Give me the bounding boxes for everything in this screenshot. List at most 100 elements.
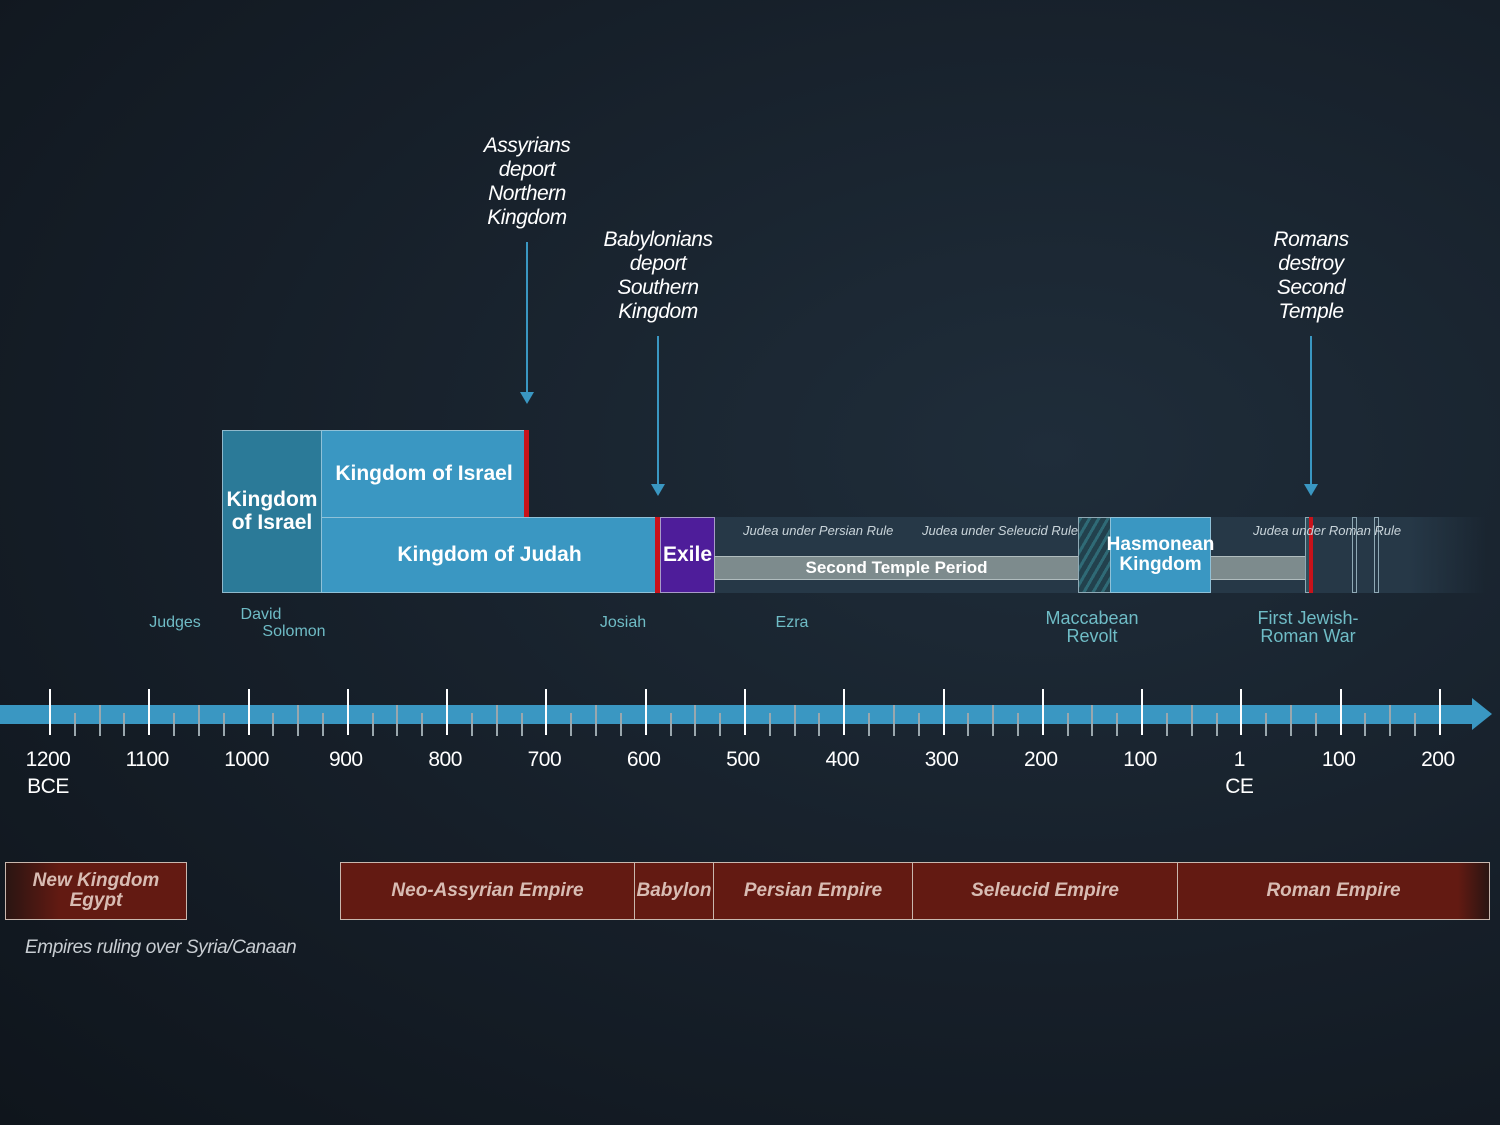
major-tick [1041, 689, 1044, 735]
minor-tick [197, 705, 200, 736]
minor-tick [1091, 705, 1094, 736]
annotation-line: deport [498, 158, 556, 181]
axis-label: 700 [528, 746, 562, 773]
arrow-icon [520, 242, 534, 404]
label-josiah: Josiah [599, 614, 647, 631]
judah-end-marker [655, 517, 660, 593]
hasmonean-box: Hasmonean Kingdom [1107, 517, 1214, 593]
second-temple-bar: Second Temple Period [714, 556, 1079, 580]
empire-babylon: Babylon [634, 862, 714, 920]
annotation-line: destroy [1278, 252, 1344, 275]
label-judges: Judges [149, 614, 201, 631]
minor-tick [818, 713, 821, 736]
axis-year: 1200 [25, 748, 71, 771]
annotation-line: Northern [488, 182, 566, 205]
minor-tick [371, 713, 374, 736]
axis-year: 100 [1123, 748, 1157, 771]
israel-end-marker [524, 430, 529, 518]
axis-year: 900 [329, 748, 363, 771]
minor-tick [1414, 713, 1417, 736]
minor-tick [917, 713, 920, 736]
empire-egypt: New Kingdom Egypt [5, 862, 187, 920]
kingdom-judah-box: Kingdom of Judah [321, 517, 658, 593]
minor-tick [73, 713, 76, 736]
major-tick [346, 689, 349, 735]
axis-label: 200 [1421, 746, 1455, 773]
axis-year: 400 [825, 748, 860, 771]
second-temple-bar-roman [1210, 556, 1306, 580]
major-tick [49, 689, 51, 735]
empire-persian: Persian Empire [713, 862, 913, 920]
revolt-marker [1352, 517, 1357, 593]
axis-year: 1100 [125, 748, 170, 771]
major-tick [1438, 689, 1441, 735]
annotation-line: deport [629, 252, 687, 275]
minor-tick [1016, 713, 1019, 736]
major-tick [1141, 689, 1144, 735]
minor-tick [297, 705, 300, 736]
axis-label: 800 [428, 746, 462, 773]
axis-year: 600 [626, 748, 661, 771]
minor-tick [272, 713, 275, 736]
minor-tick [1314, 713, 1317, 736]
axis-label: 1000 [224, 746, 269, 773]
roman-rule-label: Judea under Roman Rule [1253, 523, 1402, 538]
minor-tick [1290, 705, 1292, 736]
label-line: Revolt [1066, 626, 1118, 646]
era-label: CE [1225, 775, 1254, 798]
axis-label: 900 [329, 746, 363, 773]
minor-tick [868, 713, 871, 736]
minor-tick [322, 713, 325, 736]
label-david: David [240, 606, 282, 623]
axis-arrow-icon [1472, 698, 1492, 730]
annotation-line: Romans [1273, 228, 1349, 251]
label-solomon: Solomon [262, 623, 326, 640]
annotation-line: Second [1276, 276, 1346, 299]
label-line: Roman War [1260, 626, 1356, 646]
maccabean-hatch [1078, 517, 1111, 593]
minor-tick [520, 713, 523, 736]
minor-tick [768, 713, 771, 736]
axis-year: 1 [1233, 748, 1246, 771]
minor-tick [992, 705, 995, 736]
axis-year: 200 [1421, 748, 1455, 771]
minor-tick [694, 705, 697, 736]
annotation-line: Southern [617, 276, 699, 299]
major-tick [148, 689, 151, 735]
axis-label: 100 [1123, 746, 1157, 773]
major-tick [545, 689, 548, 735]
minor-tick [619, 713, 622, 736]
era-label: BCE [27, 775, 69, 798]
minor-tick [222, 713, 225, 736]
revolt-marker [1374, 517, 1379, 593]
label-line: First Jewish- [1257, 608, 1359, 628]
axis-label: 1100 [125, 746, 170, 773]
annotation-line: Temple [1278, 300, 1344, 323]
minor-tick [595, 705, 598, 736]
minor-tick [1389, 705, 1392, 736]
minor-tick [123, 713, 126, 736]
minor-tick [1190, 705, 1193, 736]
empire-neo-assyrian: Neo-Assyrian Empire [340, 862, 635, 920]
axis-year: 100 [1321, 748, 1356, 771]
minor-tick [1364, 713, 1367, 736]
major-tick [843, 689, 846, 735]
axis-year: 700 [527, 748, 562, 771]
empire-seleucid: Seleucid Empire [912, 862, 1178, 920]
timeline-axis [0, 705, 1474, 724]
minor-tick [396, 705, 399, 736]
major-tick [644, 689, 647, 735]
annotation-line: Assyrians [483, 134, 571, 157]
major-tick [247, 689, 250, 735]
axis-year: 300 [924, 748, 959, 771]
annotation-line: Kingdom [618, 300, 698, 323]
minor-tick [1116, 713, 1119, 736]
exile-box: Exile [660, 517, 715, 593]
axis-year: 500 [726, 748, 760, 771]
axis-label: 600 [627, 746, 661, 773]
